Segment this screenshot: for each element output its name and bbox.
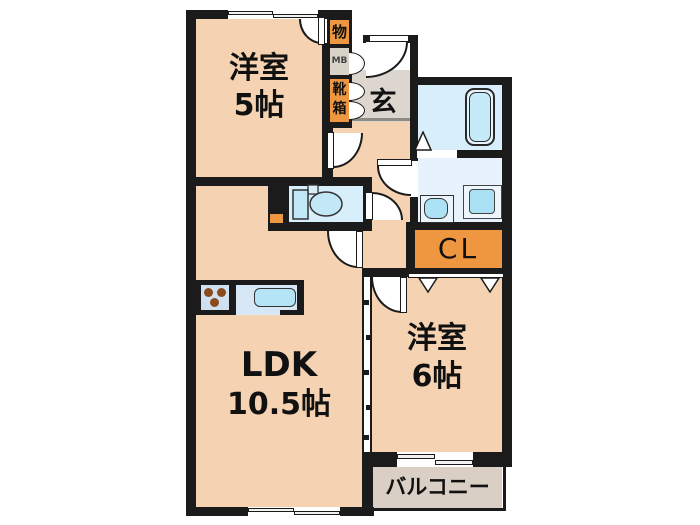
ldk-door-leaf — [356, 231, 363, 268]
closet-door-track — [408, 273, 504, 278]
storage-label: 物 — [331, 23, 347, 41]
washing-machine-icon — [463, 185, 502, 219]
ldk-size: 10.5帖 — [226, 387, 332, 422]
bedroom2-bottom-wall-right — [473, 452, 502, 467]
bathtub-icon — [465, 88, 495, 146]
sliding-door-tick — [366, 335, 371, 340]
bedroom1-ldk-wall — [186, 177, 268, 186]
sliding-door-tick — [366, 405, 371, 410]
bedroom2-name: 洋室 — [407, 321, 467, 356]
balcony-label: バルコニー — [385, 475, 490, 499]
meter-box — [330, 48, 349, 75]
balcony-left-wall — [362, 452, 373, 510]
ldk-window-pane — [294, 511, 340, 515]
washbasin-icon — [420, 195, 454, 223]
sliding-door-track — [362, 277, 372, 452]
closet-floor — [415, 230, 502, 268]
bedroom2-size: 6帖 — [411, 359, 463, 394]
washroom-bottom-wall — [406, 222, 512, 230]
entrance-label: 玄 — [369, 87, 397, 118]
bedroom1-name: 洋室 — [229, 51, 289, 86]
bedroom1-window-pane — [228, 11, 273, 15]
toilet-icon — [292, 184, 343, 220]
bathroom-top-wall — [410, 77, 512, 85]
bathroom-door-opening — [417, 150, 457, 158]
shoe-box — [330, 79, 349, 122]
bedroom2-label: 洋室 6帖 — [372, 320, 502, 396]
bedroom1-label: 洋室 5帖 — [196, 50, 322, 124]
sliding-door-tick — [364, 300, 369, 305]
toilet-top-wall — [289, 177, 372, 186]
ldk-window-pane — [248, 508, 294, 512]
washroom-door-leaf — [377, 159, 412, 166]
storage-box — [330, 20, 349, 44]
balcony-floor — [373, 467, 502, 508]
closet-folding-door-icon — [417, 277, 501, 294]
bedroom2-top-wall — [362, 268, 412, 277]
sliding-door-tick — [364, 435, 369, 440]
washroom-left-wall — [410, 85, 418, 230]
entrance-step-line — [352, 118, 410, 121]
bathroom-folding-door-icon — [414, 131, 432, 151]
entrance-hinge-right — [408, 35, 418, 43]
balcony-window-pane — [397, 454, 435, 459]
sliding-door-tick — [364, 370, 369, 375]
meter-box-label: MB — [331, 56, 348, 66]
outer-wall-left — [186, 10, 196, 516]
toilet-door-leaf — [365, 192, 373, 220]
toilet-shelf — [270, 214, 283, 223]
kitchen-sink-icon — [254, 288, 296, 307]
closet-left-wall — [406, 222, 415, 276]
shoe-box-label: 靴 箱 — [332, 82, 347, 117]
balcony-railing-bottom — [370, 508, 506, 511]
hall-door-leaf — [327, 132, 334, 169]
washroom-door-opening — [410, 161, 418, 197]
bedroom1-window-pane — [273, 14, 318, 18]
closet-bottom-wall — [413, 268, 512, 276]
stove-burner-icon — [210, 298, 219, 307]
ldk-name: LDK — [240, 345, 318, 385]
bedroom2-door-leaf — [400, 277, 407, 313]
entrance-right-wall — [410, 43, 418, 85]
ldk-hall-wall — [268, 222, 372, 231]
balcony-railing-right — [503, 467, 506, 511]
closet-label: CL — [437, 232, 480, 265]
bedroom1-size: 5帖 — [233, 88, 285, 123]
ldk-label: LDK 10.5帖 — [196, 345, 362, 425]
entrance-door-leaf — [369, 35, 409, 42]
stove-burner-icon — [217, 288, 226, 297]
balcony-window-pane — [435, 460, 473, 465]
bedroom2-bottom-wall-left — [362, 452, 397, 467]
bedroom1-door-leaf — [318, 17, 325, 45]
kitchen-worktop-tab — [236, 310, 280, 315]
bedroom1-floor — [196, 19, 322, 178]
stove-burner-icon — [204, 288, 213, 297]
entrance-hinge-left — [363, 35, 370, 43]
